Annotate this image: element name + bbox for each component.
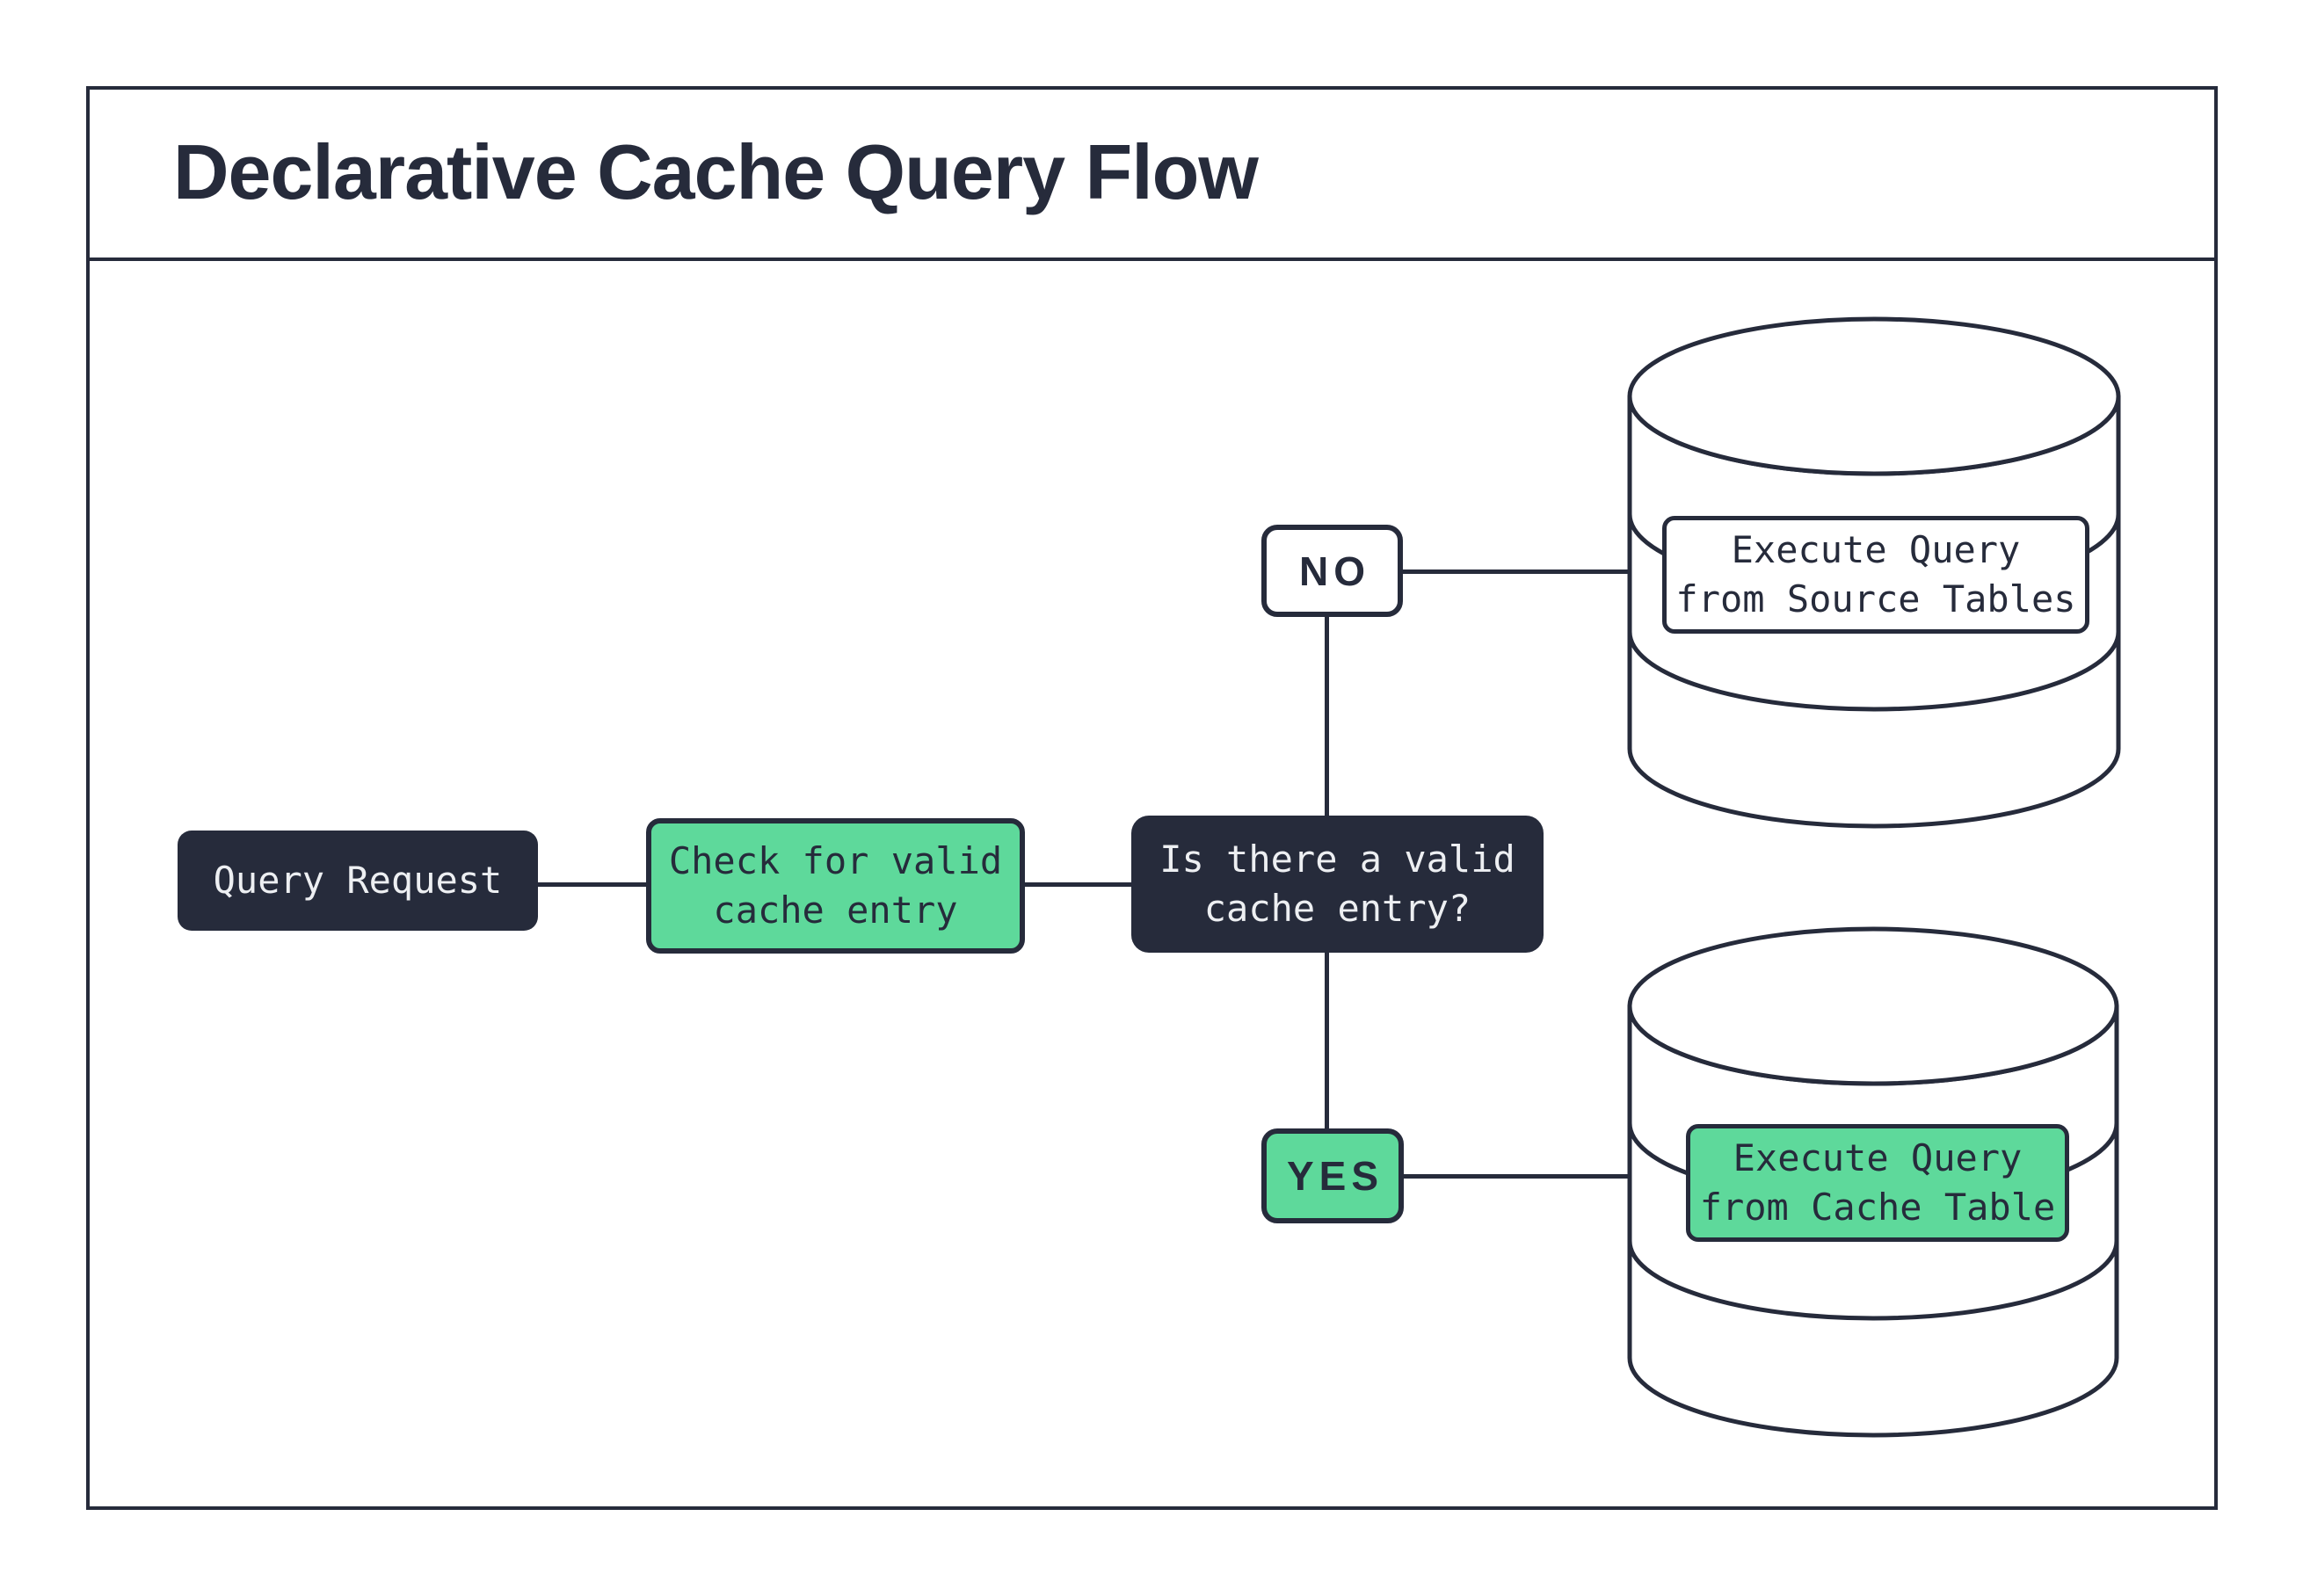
edge-decision-to-yes (1325, 953, 1329, 1128)
node-check-cache: Check for valid cache entry (646, 818, 1025, 954)
edge-query-to-check (538, 882, 646, 887)
label-execute-cache-table: Execute Query from Cache Table (1686, 1124, 2069, 1242)
title-bar: Declarative Cache Query Flow (86, 86, 2218, 261)
edge-decision-to-no (1325, 617, 1329, 816)
node-branch-yes: YES (1261, 1128, 1404, 1223)
edge-check-to-decision (1025, 882, 1131, 887)
node-decision-valid-cache: Is there a valid cache entry? (1131, 816, 1544, 953)
page-title: Declarative Cache Query Flow (173, 127, 1259, 215)
node-query-request: Query Request (178, 831, 538, 931)
edge-yes-to-cache-db (1404, 1174, 1630, 1179)
edge-no-to-source-db (1403, 569, 1630, 574)
label-execute-source-tables: Execute Query from Source Tables (1662, 516, 2089, 634)
node-branch-no: NO (1261, 525, 1403, 617)
